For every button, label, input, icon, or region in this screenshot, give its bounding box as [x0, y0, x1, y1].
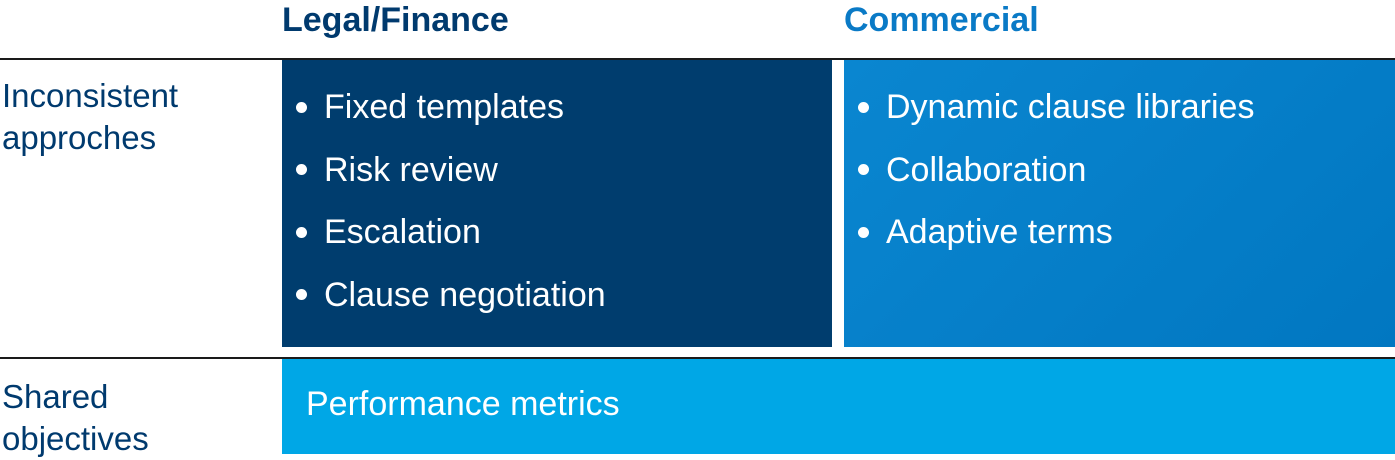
- bullet-dot-icon: [296, 164, 307, 176]
- row-label-line: approches: [2, 119, 157, 156]
- row-label-line: Inconsistent: [2, 77, 179, 114]
- bullet-dot-icon: [296, 101, 307, 113]
- row-label-inconsistent-approaches: Inconsistent approches: [2, 75, 178, 159]
- divider-line-middle: [0, 357, 1395, 359]
- bullet-dot-icon: [858, 101, 869, 113]
- list-item-label: Risk review: [324, 150, 498, 189]
- bullet-dot-icon: [296, 289, 307, 301]
- list-item: Adaptive terms: [858, 201, 1395, 264]
- shared-box-label: Performance metrics: [306, 385, 620, 423]
- bullet-dot-icon: [858, 164, 869, 176]
- list-item: Collaboration: [858, 139, 1395, 202]
- column-header-commercial: Commercial: [844, 1, 1039, 39]
- list-item: Dynamic clause libraries: [858, 76, 1395, 139]
- list-item-label: Escalation: [324, 213, 481, 251]
- divider-line-top: [0, 58, 1395, 60]
- list-item-label: Fixed templates: [324, 88, 564, 126]
- legal-finance-list: Fixed templates Risk review Escalation C…: [296, 76, 832, 326]
- list-item: Escalation: [296, 201, 832, 264]
- row-label-shared-objectives: Shared objectives: [2, 376, 149, 460]
- list-item-label: Adaptive terms: [886, 213, 1113, 251]
- list-item-label: Dynamic clause libraries: [886, 88, 1255, 126]
- commercial-list: Dynamic clause libraries Collaboration A…: [858, 76, 1395, 264]
- commercial-box: Dynamic clause libraries Collaboration A…: [844, 60, 1395, 347]
- list-item: Clause negotiation: [296, 264, 832, 327]
- bullet-dot-icon: [858, 226, 869, 238]
- list-item: Fixed templates: [296, 76, 832, 139]
- shared-objectives-box: Performance metrics: [282, 359, 1395, 454]
- column-header-legal-finance: Legal/Finance: [282, 1, 509, 39]
- legal-finance-box: Fixed templates Risk review Escalation C…: [282, 60, 832, 347]
- list-item-label: Collaboration: [886, 150, 1087, 189]
- bullet-dot-icon: [296, 226, 307, 238]
- list-item-label: Clause negotiation: [324, 275, 606, 314]
- row-label-line: objectives: [2, 420, 149, 457]
- row-label-line: Shared: [2, 378, 109, 415]
- list-item: Risk review: [296, 139, 832, 202]
